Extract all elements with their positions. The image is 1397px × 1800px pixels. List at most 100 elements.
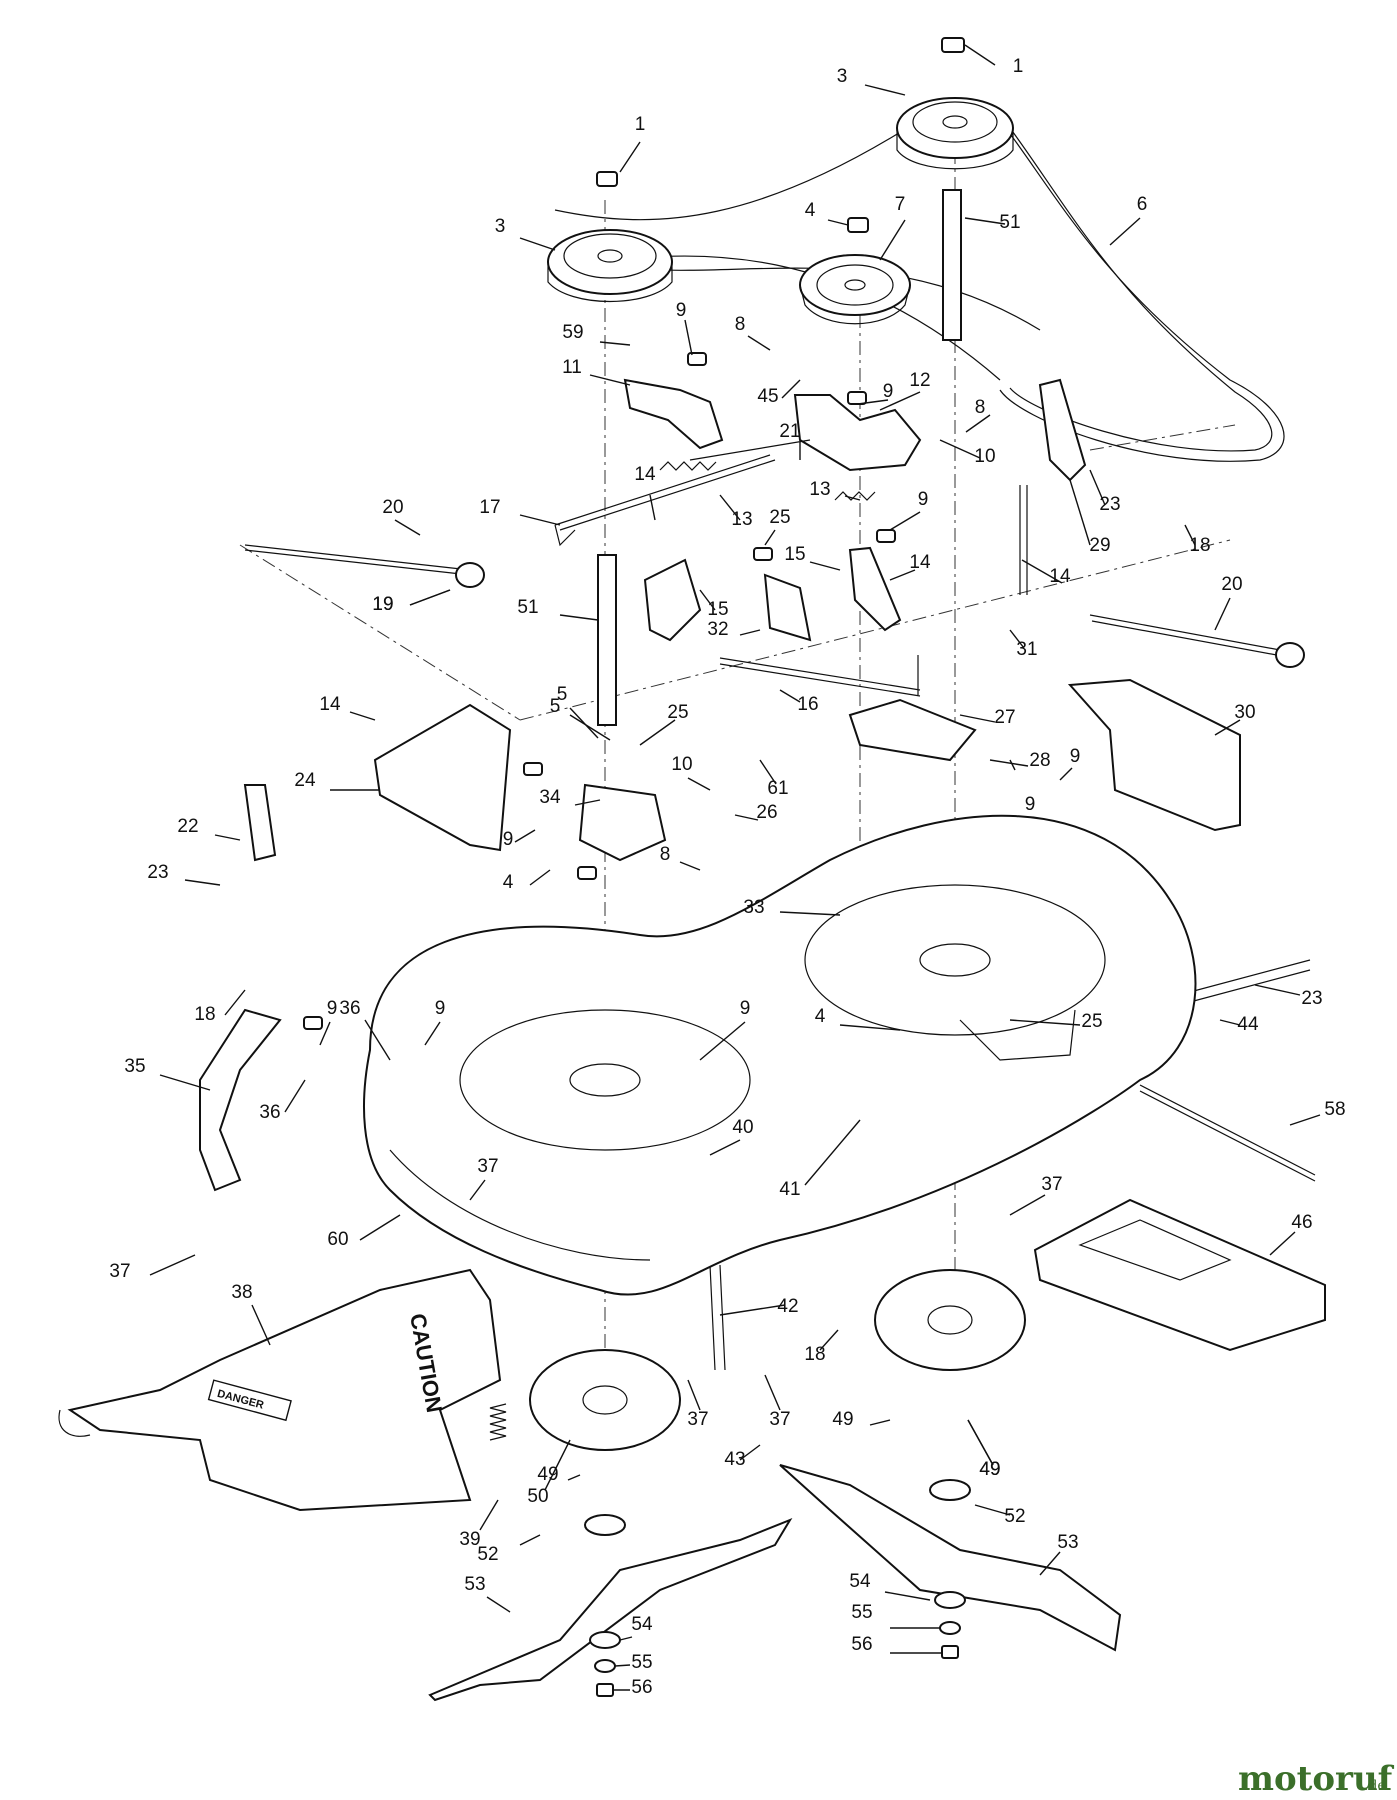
- leader-line: [699, 589, 716, 611]
- leader-line: [424, 1021, 441, 1046]
- part-callout-43: 43: [724, 1449, 745, 1470]
- leader-line: [486, 1596, 511, 1613]
- part-callout-52: 52: [1004, 1506, 1025, 1527]
- leader-line: [519, 1534, 541, 1546]
- leader-line: [967, 1419, 994, 1466]
- leader-line: [959, 714, 996, 723]
- part-callout-36: 36: [339, 998, 360, 1019]
- leader-line: [684, 319, 693, 356]
- part-callout-53: 53: [1057, 1532, 1078, 1553]
- part-callout-25: 25: [667, 702, 688, 723]
- leader-line: [409, 589, 451, 606]
- leader-line: [827, 219, 849, 226]
- part-callout-34: 34: [539, 787, 561, 808]
- leader-line: [349, 711, 376, 721]
- part-callout-14: 14: [319, 694, 341, 715]
- part-callout-58: 58: [1324, 1099, 1345, 1120]
- leader-line: [687, 777, 711, 791]
- leader-line: [964, 44, 996, 66]
- leader-line: [1289, 1114, 1321, 1126]
- baffle-bracket: [1033, 1198, 1326, 1352]
- leader-line: [544, 1439, 571, 1491]
- leader-line: [1009, 759, 1016, 771]
- part-callout-23: 23: [147, 862, 168, 883]
- part-callout-9: 9: [918, 489, 929, 510]
- leader-line: [619, 1636, 633, 1641]
- mower-deck: [363, 814, 1197, 1296]
- part-callout-44: 44: [1237, 1014, 1259, 1035]
- leader-line: [1089, 469, 1106, 506]
- leader-line: [1214, 597, 1231, 631]
- part-callout-37: 37: [1041, 1174, 1062, 1195]
- part-callout-37: 37: [477, 1156, 498, 1177]
- part-callout-1: 1: [635, 114, 646, 135]
- part-callout-31: 31: [1016, 639, 1037, 660]
- leader-line: [964, 217, 1006, 225]
- part-callout-4: 4: [815, 1006, 826, 1027]
- leader-line: [989, 759, 1029, 767]
- chute-deflector: [58, 1268, 502, 1512]
- leader-line: [965, 414, 991, 433]
- part-callout-17: 17: [479, 497, 500, 518]
- leader-line: [759, 759, 777, 785]
- part-callout-8: 8: [735, 314, 746, 335]
- part-callout-33: 33: [743, 897, 764, 918]
- part-callout-37: 37: [109, 1261, 130, 1282]
- part-callout-18: 18: [804, 1344, 825, 1365]
- part-callout-25: 25: [769, 507, 790, 528]
- leader-line: [569, 714, 611, 741]
- part-callout-10: 10: [974, 446, 995, 467]
- part-callout-7: 7: [895, 194, 906, 215]
- leader-line: [529, 869, 551, 886]
- leader-line: [619, 141, 641, 173]
- part-callout-60: 60: [327, 1229, 348, 1250]
- leader-line: [779, 911, 841, 916]
- leader-line: [781, 379, 801, 399]
- part-callout-55: 55: [631, 1652, 652, 1673]
- part-callout-9: 9: [1025, 794, 1036, 815]
- leader-line: [889, 569, 916, 581]
- part-callout-29: 29: [1089, 535, 1110, 556]
- part-callout-9: 9: [435, 998, 446, 1019]
- leader-line: [764, 1374, 781, 1411]
- part-callout-23: 23: [1099, 494, 1120, 515]
- part-callout-55: 55: [851, 1602, 872, 1623]
- leader-line: [1109, 217, 1141, 246]
- leader-line: [1219, 1019, 1241, 1026]
- leader-line: [709, 1139, 741, 1156]
- part-callout-9: 9: [503, 829, 514, 850]
- leader-line: [939, 439, 981, 459]
- leader-line: [184, 879, 221, 886]
- mower-blades: [428, 1464, 1122, 1702]
- part-callout-22: 22: [177, 816, 198, 837]
- leader-line: [149, 1254, 196, 1276]
- part-callout-5: 5: [550, 696, 561, 717]
- part-callout-14: 14: [1049, 566, 1071, 587]
- part-callout-6: 6: [1137, 194, 1148, 215]
- part-callout-15: 15: [707, 599, 728, 620]
- part-callout-25: 25: [1081, 1011, 1102, 1032]
- pulley-left: [547, 229, 673, 302]
- part-callout-56: 56: [631, 1677, 652, 1698]
- leader-line: [889, 511, 921, 531]
- watermark-suffix: .de: [1364, 1778, 1386, 1794]
- part-callout-9: 9: [676, 300, 687, 321]
- drive-belt: [554, 99, 1285, 462]
- leader-line: [359, 1214, 401, 1241]
- leader-line: [589, 374, 631, 386]
- leader-line: [764, 529, 776, 546]
- part-callout-9: 9: [740, 998, 751, 1019]
- part-callout-9: 9: [327, 998, 338, 1019]
- part-callout-53: 53: [464, 1574, 485, 1595]
- part-callout-24: 24: [294, 770, 316, 791]
- leader-line: [1009, 1194, 1046, 1216]
- leader-line: [1069, 479, 1091, 546]
- leader-line: [747, 335, 771, 351]
- leader-line: [159, 1074, 211, 1091]
- part-callout-9: 9: [883, 381, 894, 402]
- part-callout-16: 16: [797, 694, 818, 715]
- part-callout-11: 11: [562, 357, 582, 378]
- leader-line: [1009, 629, 1025, 649]
- part-callout-27: 27: [994, 707, 1015, 728]
